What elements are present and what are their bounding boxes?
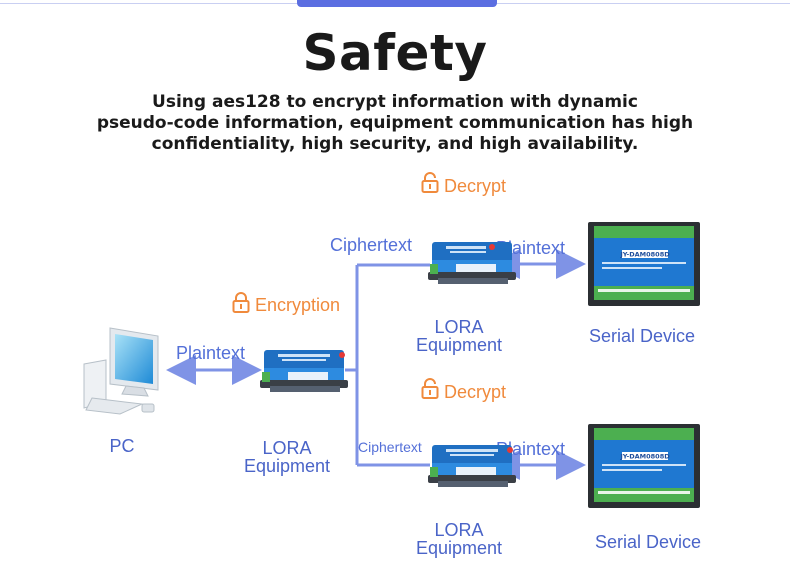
subtitle-line: pseudo-code information, equipment commu…	[96, 113, 694, 133]
bottom-plaintext-label: Plaintext	[496, 439, 566, 459]
lora-device-icon	[428, 242, 516, 284]
serial-device-icon: JY-DAM0808D	[588, 424, 700, 508]
lora-label-line: Equipment	[243, 456, 331, 476]
unlock-icon	[421, 378, 439, 399]
lora-device-icon	[428, 445, 516, 487]
lora-label-line: LORA	[434, 520, 484, 540]
bottom-serial-device-label: Serial Device	[595, 532, 702, 552]
page-subtitle: Using aes128 to encrypt information with…	[70, 92, 720, 155]
top-lora-label: LORA Equipment	[402, 318, 516, 354]
top-accent-bar	[297, 0, 497, 7]
center-lora-label: LORA Equipment	[232, 439, 342, 475]
device-model-text: JY-DAM0808D	[619, 251, 670, 259]
left-plaintext-label: Plaintext	[176, 343, 246, 363]
top-decrypt-label: Decrypt	[444, 176, 507, 196]
lora-device-icon	[260, 350, 348, 392]
pc-icon	[83, 327, 159, 415]
top-ciphertext-label: Ciphertext	[330, 235, 413, 255]
lora-label-line: LORA	[434, 317, 484, 337]
unlock-icon	[421, 172, 439, 193]
serial-device-icon: JY-DAM0808D	[588, 222, 700, 306]
subtitle-line: Using aes128 to encrypt information with…	[152, 92, 638, 112]
lock-icon	[232, 292, 250, 313]
bottom-ciphertext-label: Ciphertext	[358, 439, 422, 455]
lora-label-line: LORA	[262, 438, 312, 458]
subtitle-line: confidentiality, high security, and high…	[151, 134, 639, 154]
device-model-text: JY-DAM0808D	[619, 453, 670, 461]
top-serial-device-label: Serial Device	[589, 326, 696, 346]
pc-label: PC	[109, 436, 135, 456]
lora-label-line: Equipment	[415, 335, 503, 355]
encryption-label: Encryption	[255, 295, 341, 315]
bottom-decrypt-label: Decrypt	[444, 382, 507, 402]
lora-label-line: Equipment	[415, 538, 503, 558]
bottom-lora-label: LORA Equipment	[402, 521, 516, 557]
page-title: Safety	[302, 24, 488, 82]
top-plaintext-label: Plaintext	[496, 238, 566, 258]
